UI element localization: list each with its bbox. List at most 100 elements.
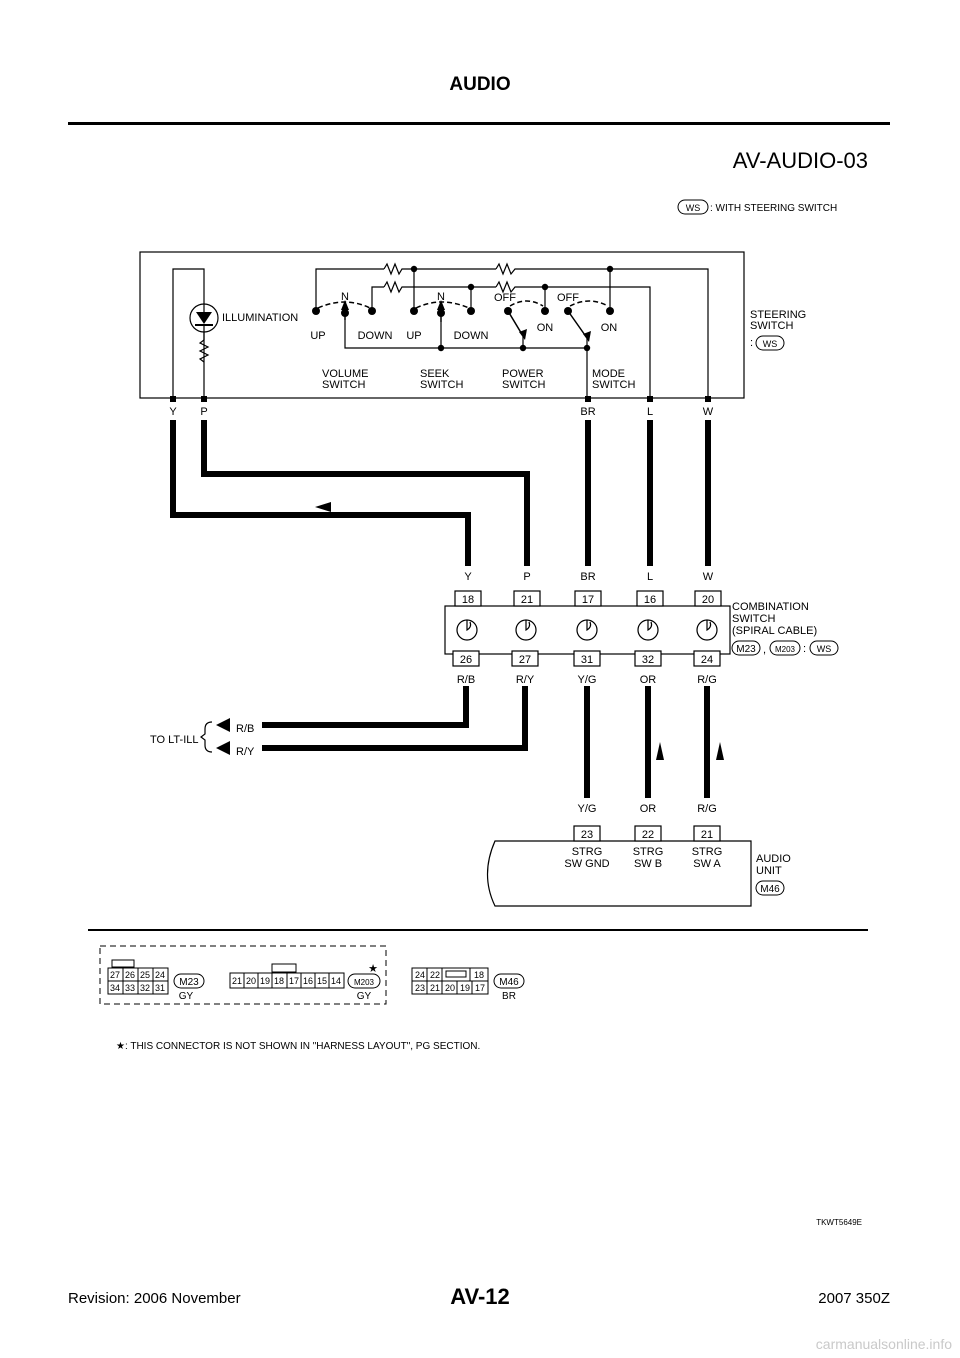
m23-color: GY [179, 991, 194, 1002]
seek-up-label: UP [406, 330, 421, 342]
comb-conn2: M203 [775, 645, 796, 654]
svg-text:15: 15 [317, 976, 327, 986]
svg-text:17: 17 [475, 983, 485, 993]
m23-pins: 27 26 25 24 34 33 32 31 [110, 970, 165, 993]
audio-pin-1: 23 [581, 829, 593, 841]
comb-top-pin-1: 18 [462, 594, 474, 606]
figure-code: TKWT5649E [816, 1218, 862, 1227]
audio-func-3a: STRG [692, 846, 723, 858]
audio-pin-2: 22 [642, 829, 654, 841]
m46-name: M46 [499, 977, 519, 988]
m203-connector-face [229, 963, 345, 989]
title-rule [68, 122, 890, 125]
svg-text:14: 14 [331, 976, 341, 986]
steering-label-1: STEERING [750, 309, 806, 321]
comb-bottom-pin-3: 31 [581, 654, 593, 666]
m203-color: GY [357, 991, 372, 1002]
m203-pins: 21 20 19 18 17 16 15 14 [232, 976, 341, 986]
comb-bottom-pin-2: 27 [519, 654, 531, 666]
svg-text:34: 34 [110, 983, 120, 993]
comb-top-color-3: BR [580, 571, 595, 583]
m46-badge [493, 973, 525, 989]
comb-top-color-1: Y [464, 571, 472, 583]
audio-conn: M46 [760, 884, 780, 895]
audio-color-3: R/G [697, 803, 717, 815]
comb-conn1: M23 [736, 644, 756, 655]
audio-pin-boxes [573, 825, 721, 842]
comb-top-pin-5: 20 [702, 594, 714, 606]
steering-pin-labels: Y P BR L W [169, 406, 713, 418]
steering-label-colon: : [750, 337, 753, 349]
audio-pins: 23 22 21 [581, 829, 713, 841]
svg-text:20: 20 [246, 976, 256, 986]
m23-connector-face [107, 959, 169, 995]
m46-pins: 24 22 18 23 21 20 19 17 [415, 970, 485, 993]
spiral-cable-coils [456, 619, 718, 641]
steering-pin-br: BR [580, 406, 595, 418]
svg-text:19: 19 [260, 976, 270, 986]
svg-text:24: 24 [155, 970, 165, 980]
power-off-label: OFF [494, 292, 516, 304]
steering-terminals [170, 396, 711, 402]
svg-text:22: 22 [430, 970, 440, 980]
svg-text:27: 27 [110, 970, 120, 980]
volume-n-label: N [341, 291, 349, 303]
svg-text:18: 18 [274, 976, 284, 986]
seek-n-label: N [437, 291, 445, 303]
resistors [198, 262, 520, 363]
combination-label-1: COMBINATION [732, 601, 809, 613]
combination-label-2: SWITCH [732, 613, 775, 625]
legend-tag-badge [677, 199, 709, 215]
to-lt-ill-arrows [216, 718, 230, 755]
m46-color: BR [502, 991, 516, 1002]
power-on-label: ON [537, 322, 554, 334]
svg-text:21: 21 [430, 983, 440, 993]
comb-conn1-badge [731, 640, 761, 656]
svg-text:31: 31 [155, 983, 165, 993]
svg-text:19: 19 [460, 983, 470, 993]
audio-conn-badge [755, 880, 785, 896]
to-lt-ill-label: TO LT-ILL [150, 734, 199, 746]
seek-label-1: SEEK [420, 368, 450, 380]
steering-switch-box [139, 251, 745, 399]
audio-func-2a: STRG [633, 846, 664, 858]
connector-views-frame [99, 945, 387, 1005]
combination-label-3: (SPIRAL CABLE) [732, 625, 817, 637]
combination-pin-boxes [452, 590, 722, 667]
illumination-diode [189, 303, 219, 340]
harness-wires [170, 420, 711, 798]
svg-text:26: 26 [125, 970, 135, 980]
comb-tag: WS [817, 644, 832, 654]
comb-top-color-4: L [647, 571, 653, 583]
seek-down-label: DOWN [454, 330, 489, 342]
audio-func-2b: SW B [634, 858, 662, 870]
footer-page-number: AV-12 [450, 1284, 510, 1309]
comb-bottom-pin-4: 32 [642, 654, 654, 666]
audio-color-1: Y/G [578, 803, 597, 815]
audio-func-1b: SW GND [564, 858, 609, 870]
flow-arrow-left [315, 502, 331, 512]
comb-colon: : [803, 643, 806, 655]
m23-name: M23 [179, 977, 199, 988]
combination-bottom-pins: 26 27 31 32 24 [460, 654, 713, 666]
mode-label-2: SWITCH [592, 379, 635, 391]
page-title: AUDIO [449, 74, 511, 95]
footer-revision: Revision: 2006 November [68, 1290, 241, 1307]
volume-down-label: DOWN [358, 330, 393, 342]
seek-label-2: SWITCH [420, 379, 463, 391]
comb-top-color-2: P [523, 571, 530, 583]
comb-bottom-color-1: R/B [457, 674, 475, 686]
comb-bottom-color-5: R/G [697, 674, 717, 686]
svg-text:17: 17 [289, 976, 299, 986]
to-lt-ill-wire1: R/B [236, 723, 254, 735]
audio-pin-3: 21 [701, 829, 713, 841]
svg-text:32: 32 [140, 983, 150, 993]
m46-connector-face [411, 967, 489, 995]
steering-tag-badge [755, 335, 785, 351]
steering-pin-p: P [200, 406, 207, 418]
watermark: carmanualsonline.info [815, 1336, 952, 1352]
comb-top-pin-2: 21 [521, 594, 533, 606]
volume-label-2: SWITCH [322, 379, 365, 391]
audio-label-2: UNIT [756, 865, 782, 877]
